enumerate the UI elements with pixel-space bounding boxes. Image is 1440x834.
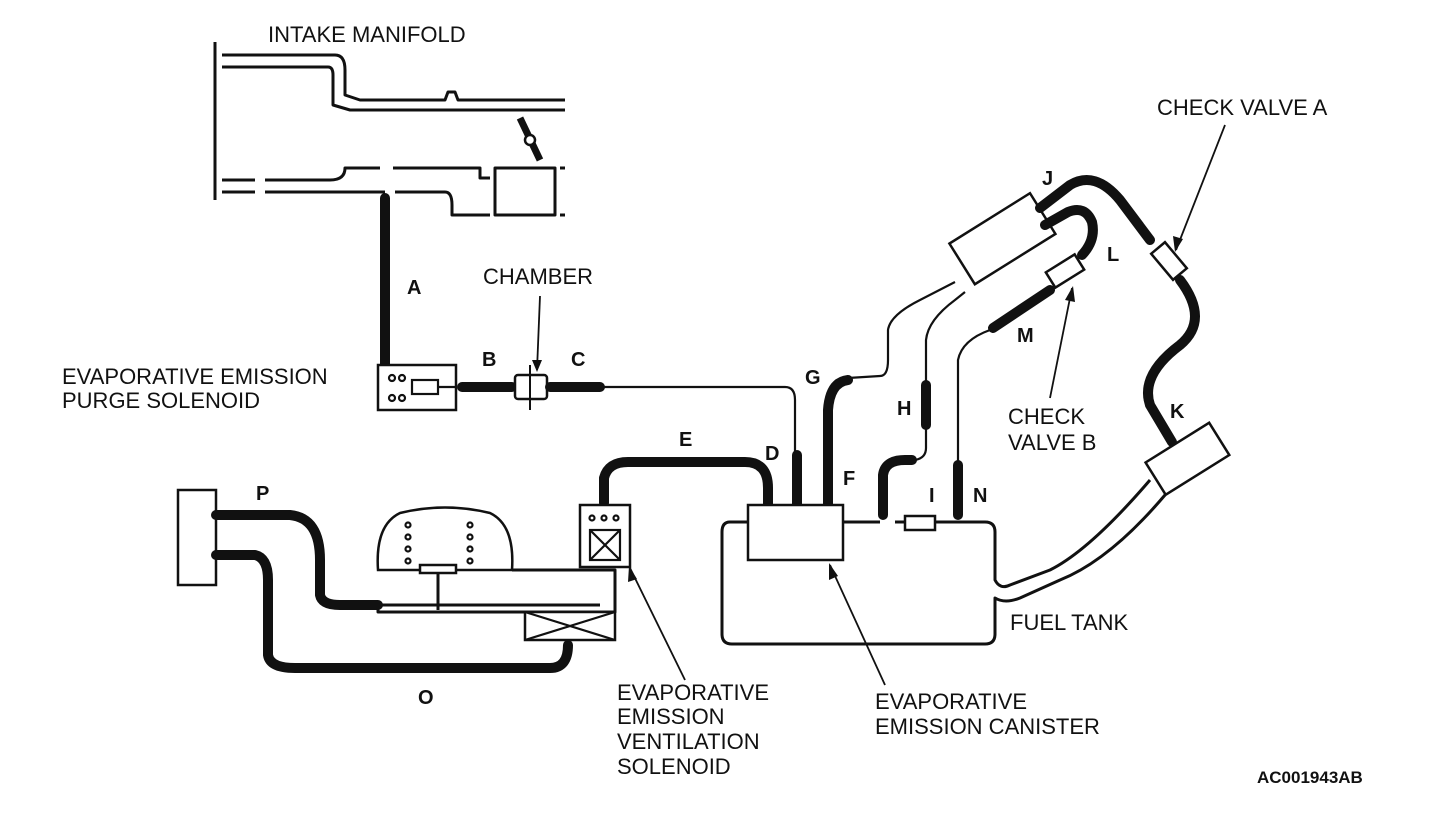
hose-p xyxy=(211,510,383,610)
check-valve-a-label: CHECK VALVE A xyxy=(1157,95,1328,120)
reference-code: AC001943AB xyxy=(1257,768,1363,787)
hose-label-l: L xyxy=(1107,244,1119,266)
hose-label-m: M xyxy=(1017,325,1034,347)
hose-label-d: D xyxy=(765,443,779,465)
hose-label-o: O xyxy=(418,687,434,709)
purge-solenoid-label-line2: PURGE SOLENOID xyxy=(62,388,260,413)
pointer-canister xyxy=(829,563,886,686)
check-valve-a xyxy=(1149,240,1189,282)
chamber xyxy=(513,365,549,410)
pipe-c-to-canister xyxy=(600,385,797,455)
hose-e xyxy=(599,457,773,510)
separator xyxy=(947,191,1058,286)
hose-l xyxy=(1040,205,1098,260)
purge-solenoid xyxy=(376,363,458,412)
hose-label-a: A xyxy=(407,277,421,299)
hose-g xyxy=(823,375,853,460)
ventilation-solenoid-label-line1: EVAPORATIVE xyxy=(617,680,769,705)
ventilation-solenoid xyxy=(578,503,632,569)
hose-label-p: P xyxy=(256,483,269,505)
hose-label-b: B xyxy=(482,349,496,371)
ventilation-solenoid-label-line3: VENTILATION xyxy=(617,729,760,754)
chamber-label: CHAMBER xyxy=(483,264,593,289)
hose-m xyxy=(988,285,1055,333)
pipe-h-line xyxy=(924,291,966,385)
hose-label-h: H xyxy=(897,398,911,420)
filler-cap xyxy=(176,488,218,587)
filler-neck xyxy=(1143,421,1232,497)
vent-pipe xyxy=(376,568,617,614)
vent-tank xyxy=(376,506,514,610)
hose-j xyxy=(1035,175,1155,245)
fuel-tank xyxy=(720,479,1167,646)
intake-manifold xyxy=(213,42,565,217)
hose-label-i: I xyxy=(929,485,935,507)
ventilation-solenoid-label-line2: EMISSION xyxy=(617,704,725,729)
hose-label-g: G xyxy=(805,367,821,389)
hose-o xyxy=(211,550,573,673)
pointer-ventilation-solenoid xyxy=(628,566,686,681)
hose-label-j: J xyxy=(1042,168,1053,190)
hose-i xyxy=(878,455,917,520)
ventilation-solenoid-label-line4: SOLENOID xyxy=(617,754,731,779)
check-valve-b xyxy=(1044,252,1086,290)
pipe-n-line xyxy=(956,328,991,465)
fuel-tank-label: FUEL TANK xyxy=(1010,610,1129,635)
hose-label-f: F xyxy=(843,468,855,490)
hose-label-c: C xyxy=(571,349,585,371)
pointer-chamber xyxy=(532,295,542,372)
pointer-check-valve-b xyxy=(1049,286,1075,399)
hose-label-n: N xyxy=(973,485,987,507)
hose-label-k: K xyxy=(1170,401,1185,423)
hose-label-e: E xyxy=(679,429,692,451)
pipe-g-line xyxy=(847,281,956,380)
hose-k xyxy=(1143,275,1200,447)
pointer-check-valve-a xyxy=(1173,124,1226,252)
check-valve-b-label-line2: VALVE B xyxy=(1008,430,1096,455)
canister-label-line1: EVAPORATIVE xyxy=(875,689,1027,714)
purge-solenoid-label-line1: EVAPORATIVE EMISSION xyxy=(62,364,328,389)
canister-label-line2: EMISSION CANISTER xyxy=(875,714,1100,739)
check-valve-b-label-line1: CHECK xyxy=(1008,404,1085,429)
canister xyxy=(746,503,845,562)
intake-manifold-label: INTAKE MANIFOLD xyxy=(268,22,466,47)
